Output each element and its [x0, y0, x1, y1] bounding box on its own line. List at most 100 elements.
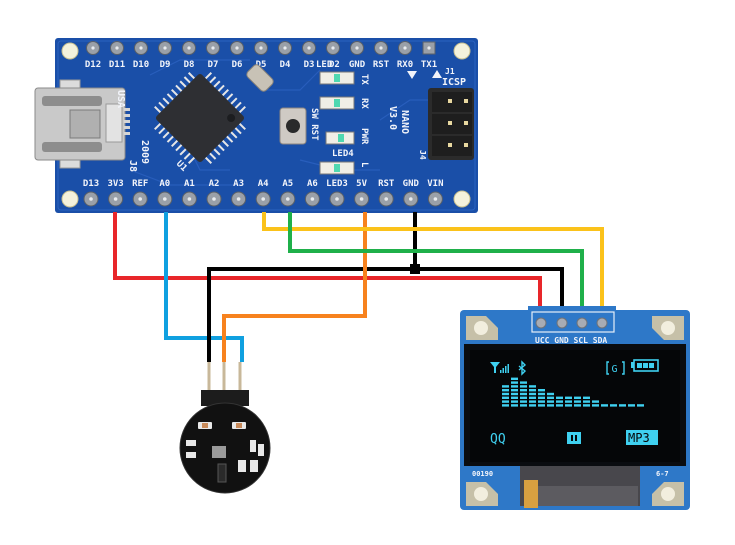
- blue-wire: [164, 212, 244, 362]
- label-sw-rst: SW RST: [309, 108, 319, 141]
- battery-icon: [631, 359, 659, 372]
- mounting-hole: [453, 42, 471, 60]
- oled-corner-left: 00190: [472, 470, 493, 478]
- led-pwr: [325, 131, 355, 145]
- led-tx: [319, 71, 355, 85]
- equalizer-bar: [529, 385, 536, 407]
- bottom-pin-label: REF: [132, 179, 148, 189]
- top-pin-label: D11: [109, 60, 125, 70]
- label-pwr: PWR: [359, 128, 369, 145]
- top-pin-label: D10: [133, 60, 149, 70]
- label-icsp: ICSP: [442, 77, 466, 88]
- top-pin-label: D2: [329, 60, 340, 70]
- label-version: V3.0: [387, 106, 398, 130]
- mounting-hole: [61, 42, 79, 60]
- bottom-pin-header: [83, 191, 443, 207]
- top-pin-label: D12: [85, 60, 101, 70]
- oled-right-label: MP3: [628, 431, 650, 445]
- equalizer-bar: [628, 404, 635, 407]
- top-pin-label: TX1: [421, 60, 437, 70]
- equalizer-bar: [583, 396, 590, 407]
- label-j8: J8: [127, 160, 138, 172]
- top-pin-label: D6: [232, 60, 243, 70]
- label-year: 2009: [139, 140, 150, 164]
- red-wire: [113, 212, 542, 320]
- bottom-pin-label: A3: [233, 179, 244, 189]
- equalizer: [502, 377, 644, 407]
- black-wire: [207, 267, 564, 362]
- equalizer-bar: [511, 377, 518, 407]
- led-rx: [319, 96, 355, 110]
- bottom-pin-label: A0: [159, 179, 170, 189]
- equalizer-bar: [619, 404, 626, 407]
- green-wire: [288, 212, 584, 320]
- bottom-pin-label: A2: [209, 179, 220, 189]
- bottom-pin-label: 3V3: [107, 179, 123, 189]
- rx-arrow-icon: [407, 71, 417, 79]
- label-nano: NANO: [399, 110, 410, 134]
- label-tx: TX: [359, 74, 369, 85]
- equalizer-bar: [637, 404, 644, 407]
- led-l: [319, 161, 355, 175]
- equalizer-bar: [547, 392, 554, 407]
- equalizer-bar: [538, 389, 545, 407]
- top-pin-label: D7: [208, 60, 219, 70]
- top-pin-label: RX0: [397, 60, 413, 70]
- crystal-oscillator: [246, 64, 274, 92]
- g-icon: G: [606, 361, 625, 375]
- oled-pins: [535, 317, 608, 329]
- reset-button[interactable]: [279, 107, 307, 145]
- yellow-wire: [262, 212, 604, 320]
- label-rx: RX: [359, 98, 369, 109]
- equalizer-bar: [556, 396, 563, 407]
- bottom-pin-label: 5V: [356, 179, 367, 189]
- top-pin-label: D8: [184, 60, 195, 70]
- bottom-pin-label: A6: [307, 179, 318, 189]
- top-pin-label: RST: [373, 60, 390, 70]
- equalizer-bar: [520, 381, 527, 407]
- signal-icon: [490, 362, 509, 373]
- bottom-pin-label: A1: [184, 179, 195, 189]
- top-pin-header: [86, 41, 436, 55]
- junction-dot: [410, 264, 420, 274]
- label-led4: LED4: [332, 149, 354, 159]
- bluetooth-icon: [518, 360, 527, 376]
- label-j1: J1: [445, 67, 455, 76]
- svg-text:G: G: [612, 364, 618, 375]
- sensor-pins: [207, 362, 242, 395]
- top-pin-label: D9: [160, 60, 171, 70]
- label-usa: USA: [115, 90, 126, 108]
- pause-icon: [567, 432, 581, 444]
- equalizer-bar: [592, 400, 599, 407]
- mp3-badge: [626, 430, 658, 445]
- bottom-pin-label: D13: [83, 179, 99, 189]
- orange-wire: [222, 212, 367, 362]
- oled-corner-right: 6-7: [656, 470, 669, 478]
- nano-pcb: [55, 38, 478, 213]
- equalizer-bar: [502, 385, 509, 407]
- top-pin-label: GND: [349, 60, 366, 70]
- equalizer-bar: [565, 396, 572, 407]
- sensor-header: [201, 390, 249, 406]
- bottom-pin-label: A4: [258, 179, 269, 189]
- bottom-pin-label: A5: [282, 179, 293, 189]
- oled-left-label: QQ: [490, 432, 506, 447]
- atmega-chip: [154, 72, 246, 164]
- top-pin-label: D5: [256, 60, 267, 70]
- oled-mounting-holes: [466, 316, 684, 506]
- oled-module: UCC GND SCL SDA 00190 6-7 G: [460, 306, 690, 510]
- equalizer-bar: [574, 396, 581, 407]
- bottom-pin-label: VIN: [427, 179, 443, 189]
- wires: [113, 212, 604, 362]
- mounting-hole: [453, 190, 471, 208]
- tx-arrow-icon: [432, 70, 442, 78]
- bottom-pin-label: GND: [403, 179, 420, 189]
- equalizer-bar: [610, 404, 617, 407]
- oled-pin-labels: UCC GND SCL SDA: [535, 336, 607, 345]
- bottom-pin-label: LED3: [326, 179, 348, 189]
- equalizer-bar: [601, 404, 608, 407]
